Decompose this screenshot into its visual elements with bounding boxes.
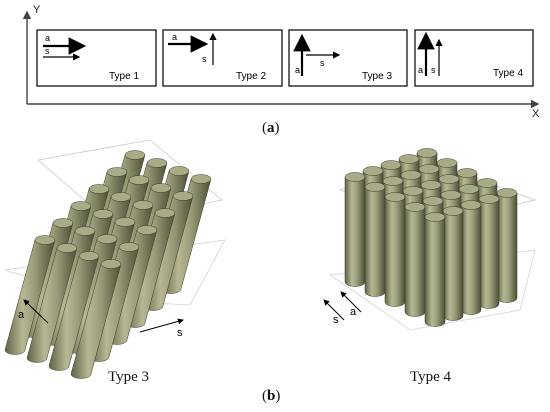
type3-box: a s Type 3 xyxy=(288,29,408,87)
type4-s-arrow xyxy=(323,299,345,321)
type3-s-arrow xyxy=(139,318,184,333)
type3-cylinder xyxy=(48,251,100,371)
type4-label: Type 4 xyxy=(493,68,523,79)
type4-a-label: a xyxy=(418,65,423,75)
type4-cylinder xyxy=(442,206,464,321)
type3-a-arrow xyxy=(23,299,49,324)
type3-direction-arrows: a s xyxy=(18,299,184,339)
type1-label: Type 1 xyxy=(109,71,139,82)
type4-cylinder xyxy=(424,212,446,327)
type3-caption: Type 3 xyxy=(108,369,150,385)
type3-a-label: a xyxy=(295,65,300,75)
caption-b: (b) xyxy=(262,388,281,404)
type2-box: a s Type 2 xyxy=(162,29,283,87)
type3-cylinder-array xyxy=(4,139,226,379)
type2-s-label: s xyxy=(202,54,207,64)
type2-label: Type 2 xyxy=(236,71,266,82)
type2-a-label: a xyxy=(172,32,177,42)
axes: Y X xyxy=(22,4,540,120)
type4-cylinder xyxy=(384,192,406,307)
type3-a-text: a xyxy=(18,309,25,321)
type4-cylinder xyxy=(344,172,366,287)
type3-cylinder xyxy=(70,259,122,379)
type4-cylinder xyxy=(460,200,482,315)
type3-label: Type 3 xyxy=(362,71,392,82)
type4-a-arrow xyxy=(340,291,362,313)
x-axis-label: X xyxy=(532,108,540,120)
type4-cylinder xyxy=(478,194,500,309)
type4-s-text: s xyxy=(333,314,339,326)
type1-s-label: s xyxy=(45,46,50,56)
type4-cylinder xyxy=(496,188,518,303)
type3-cylinder xyxy=(4,235,56,355)
type4-s-label: s xyxy=(431,65,436,75)
type4-caption: Type 4 xyxy=(410,369,452,385)
type1-box: a s Type 1 xyxy=(36,29,157,87)
type4-a-text: a xyxy=(350,306,357,318)
type4-box: a s Type 4 xyxy=(414,29,534,87)
type4-direction-arrows: s a xyxy=(323,291,362,326)
type3-cylinder xyxy=(26,243,78,363)
type3-s-label: s xyxy=(320,58,325,68)
type4-cylinder-array xyxy=(328,148,537,331)
type4-cylinder xyxy=(404,202,426,317)
type3-s-text: s xyxy=(177,327,183,339)
caption-a: (a) xyxy=(262,120,280,136)
type1-a-label: a xyxy=(45,33,50,43)
y-axis-label: Y xyxy=(33,4,41,16)
type4-cylinder xyxy=(364,182,386,297)
